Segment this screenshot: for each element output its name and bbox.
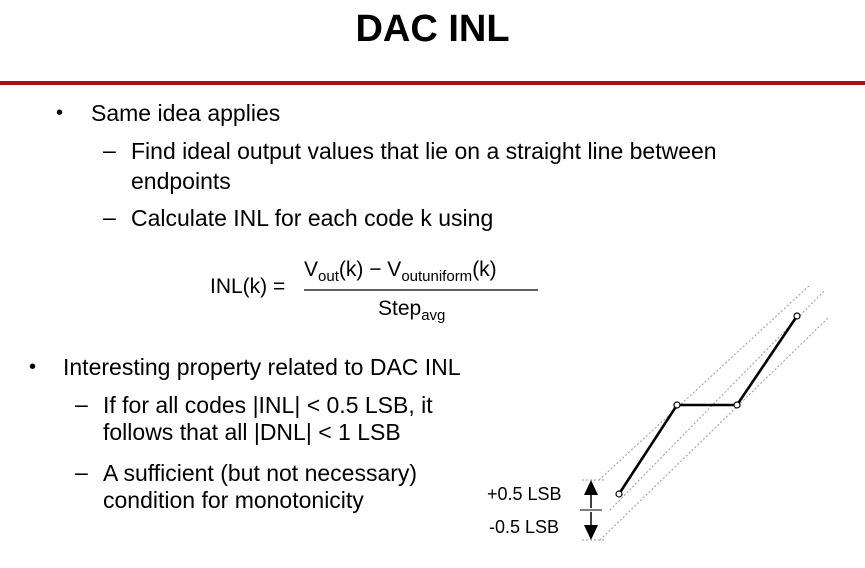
minus-arrow-head xyxy=(584,525,598,540)
code-point xyxy=(673,401,681,409)
formula-v: V xyxy=(304,258,319,281)
lower-band-line xyxy=(599,317,829,541)
bullet-2-text: Interesting property related to DAC INL xyxy=(63,354,461,380)
plus-half-lsb-label: +0.5 LSB xyxy=(487,484,562,504)
formula-avg-sub: avg xyxy=(421,307,446,324)
formula-denominator: Stepavg xyxy=(378,297,445,324)
slide-title: DAC INL xyxy=(355,8,510,50)
bullet-1-sub-2-line-1: Calculate INL for each code k using xyxy=(131,205,494,231)
formula-k2: (k) xyxy=(472,258,497,281)
bullet-1-sub-1-line-1: Find ideal output values that lie on a s… xyxy=(131,138,717,164)
code-point xyxy=(615,490,623,498)
upper-band-line xyxy=(598,284,811,481)
minus-half-lsb-label: -0.5 LSB xyxy=(489,517,560,537)
title-divider xyxy=(0,81,865,85)
formula-numerator: Vout(k) − Voutuniform(k) xyxy=(304,258,497,285)
formula-lhs: INL(k) = xyxy=(210,275,286,298)
bullet-2-sub-2-line-2: condition for monotonicity xyxy=(103,487,364,513)
bullet-2-sub-1-line-1: If for all codes |INL| < 0.5 LSB, it xyxy=(103,392,433,418)
formula-step: Step xyxy=(378,297,422,320)
formula-out-sub: out xyxy=(318,268,339,285)
bullet-1-sub-1-line-2: endpoints xyxy=(131,168,231,194)
bullet-2-sub-1-line-2: follows that all |DNL| < 1 LSB xyxy=(103,419,401,445)
code-point xyxy=(733,401,741,409)
sub-bullet-marker: – xyxy=(103,137,116,163)
formula-uniform-sub: outuniform xyxy=(401,268,473,285)
sub-bullet-marker: – xyxy=(75,391,88,417)
sub-bullet-marker: – xyxy=(75,459,88,485)
bullet-2-sub-2-line-1: A sufficient (but not necessary) xyxy=(103,460,418,486)
bullet-marker: • xyxy=(29,356,37,378)
dac-transfer-curve xyxy=(617,315,799,495)
sub-bullet-marker: – xyxy=(103,204,116,230)
formula-k1: (k) − V xyxy=(338,258,402,281)
bullet-marker: • xyxy=(56,102,64,124)
plus-arrow-head xyxy=(584,480,598,495)
bullet-1-text: Same idea applies xyxy=(91,100,281,126)
code-point xyxy=(793,312,801,320)
